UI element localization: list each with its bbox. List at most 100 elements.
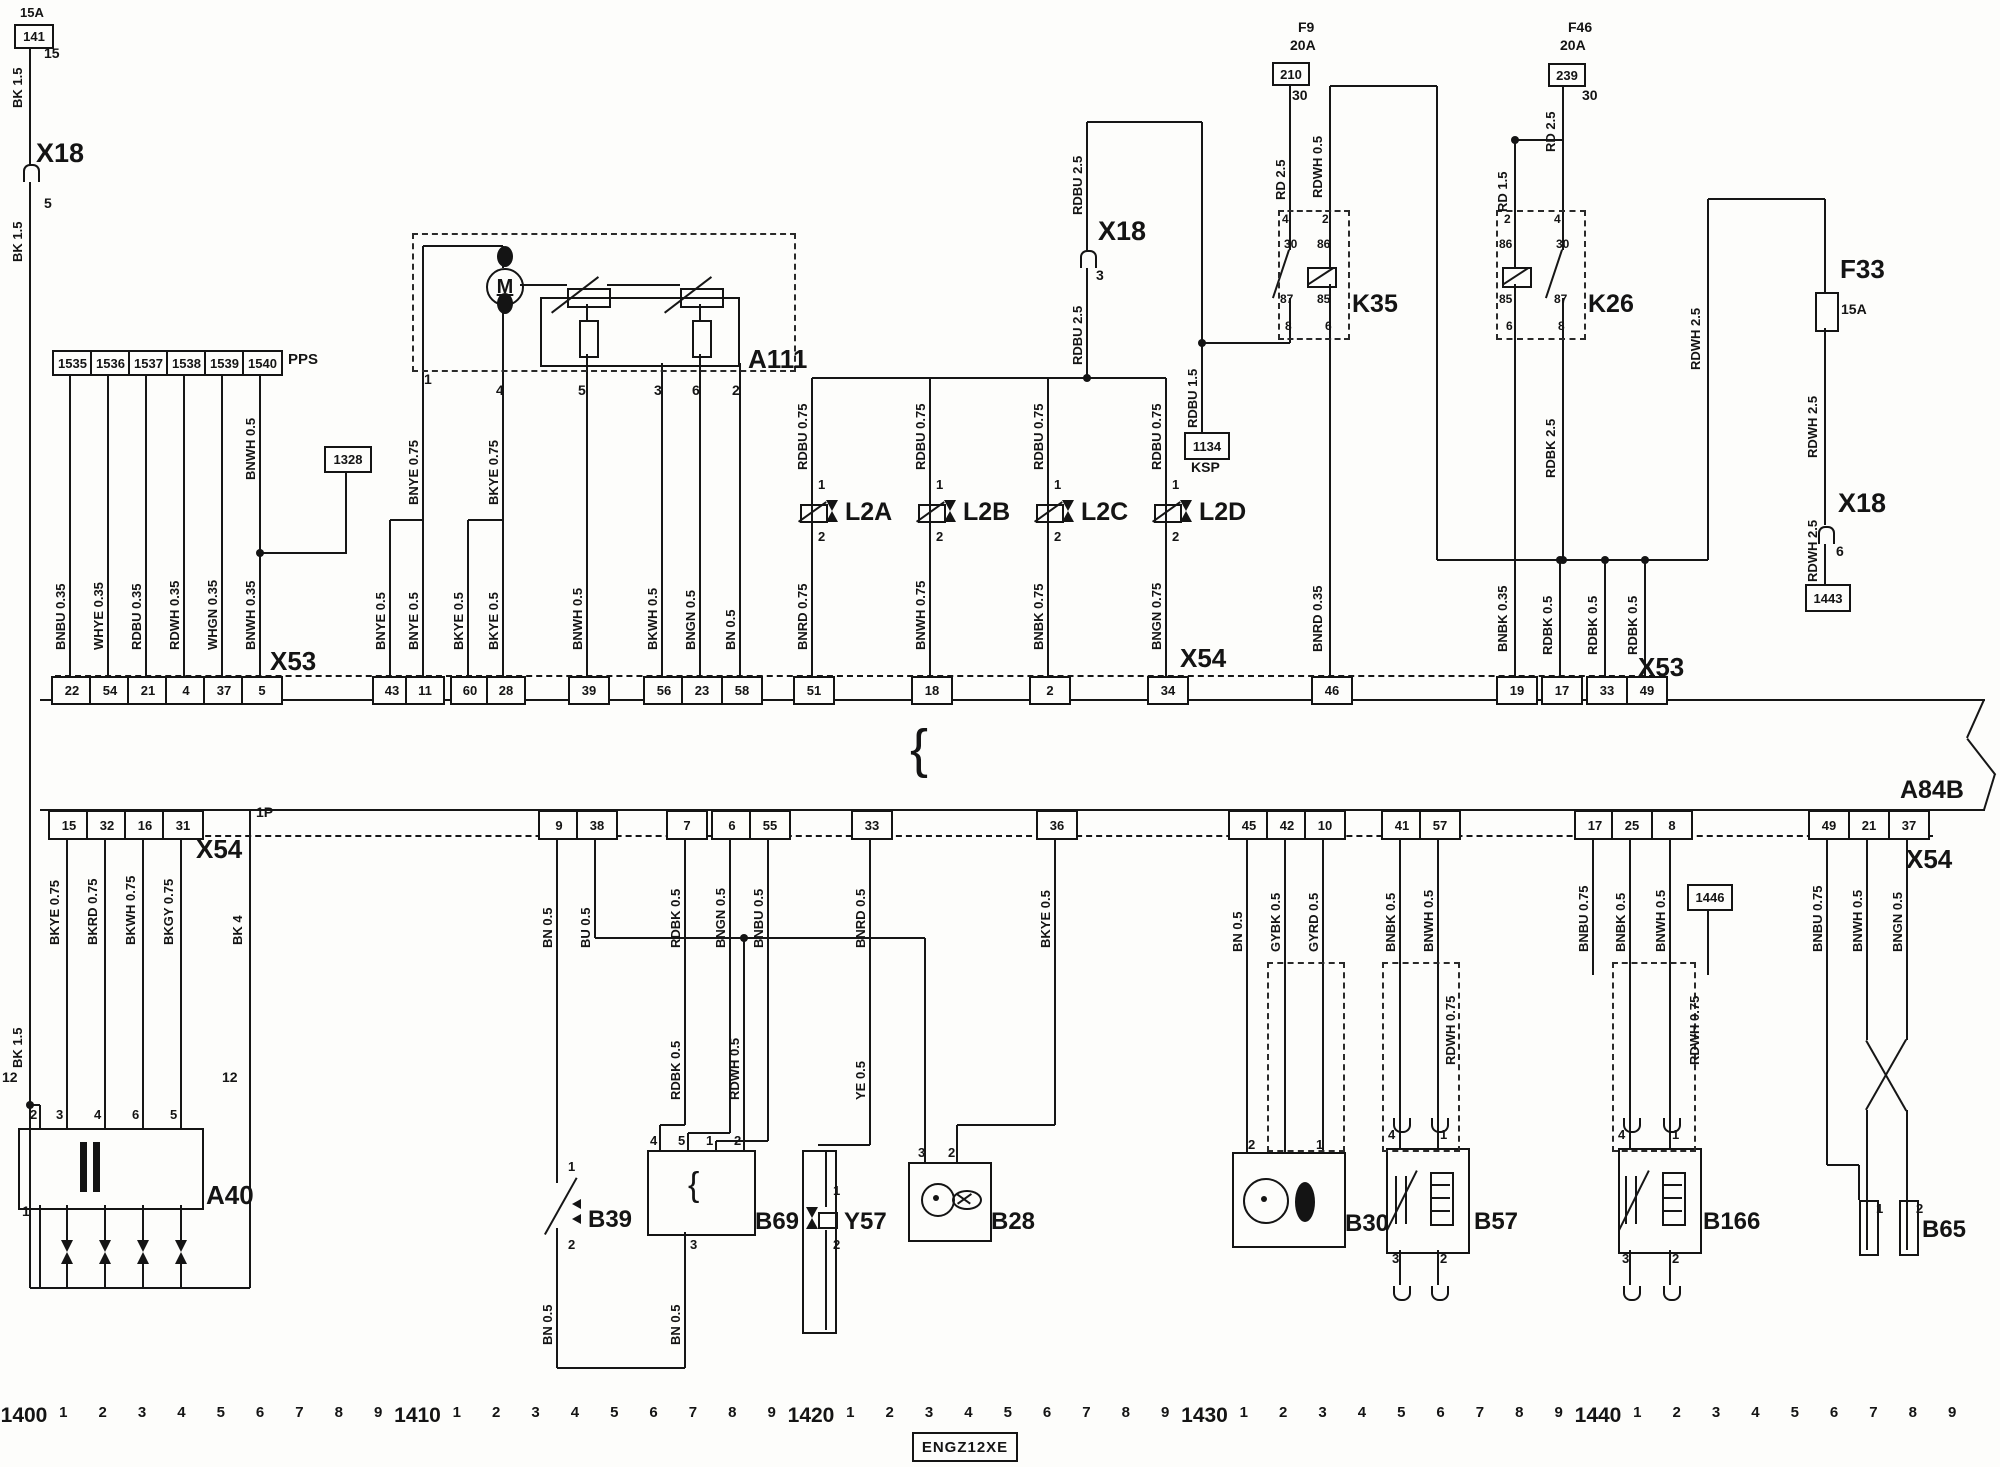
wire-v <box>66 1205 68 1240</box>
wire-v <box>180 1205 182 1240</box>
wire-h <box>30 1104 40 1106</box>
scale-minor: 5 <box>610 1404 619 1421</box>
scale-minor: 2 <box>1672 1404 1681 1421</box>
scale-minor: 6 <box>649 1404 658 1421</box>
label-f9: F9 <box>1298 19 1315 35</box>
label-3: 3 <box>1096 267 1104 283</box>
wire-v <box>825 1230 827 1330</box>
scale-minor: 8 <box>1121 1404 1130 1421</box>
wire-label-gyrd-0-5: GYRD 0.5 <box>1306 892 1321 952</box>
wire-v <box>1906 1110 1908 1200</box>
splice-box-239: 239 <box>1548 63 1586 87</box>
wire-v <box>1437 1250 1439 1285</box>
junction-dot <box>1601 556 1609 564</box>
label-6: 6 <box>1506 319 1513 333</box>
wire-v <box>699 304 701 320</box>
junction-dot <box>1559 556 1567 564</box>
wire-label-rdbu-0-35: RDBU 0.35 <box>129 583 144 650</box>
splice-box-141: 141 <box>14 24 54 49</box>
pin-top-23: 23 <box>681 676 723 705</box>
pin-top-17: 17 <box>1541 676 1583 705</box>
wire-v <box>956 1125 958 1162</box>
pin-bottom-38: 38 <box>576 810 618 840</box>
wire-v <box>104 1205 106 1240</box>
wire-v <box>1289 82 1291 250</box>
wire-h <box>520 284 567 286</box>
wire-label-bnbu-0-5: BNBU 0.5 <box>751 888 766 948</box>
arrow-up <box>99 1252 111 1264</box>
injector-coil-l2b <box>918 504 946 523</box>
label-30: 30 <box>1556 237 1570 251</box>
b166-res <box>1662 1172 1686 1226</box>
circle-sensor <box>1243 1178 1289 1224</box>
splice-box-1134: 1134 <box>1184 432 1230 460</box>
wire-v <box>1629 836 1631 1148</box>
wire-label-bkye-0-5: BKYE 0.5 <box>451 592 466 650</box>
wire-label-bnwh-0-5: BNWH 0.5 <box>243 417 258 480</box>
wire-v <box>1625 1176 1627 1224</box>
label-4: 4 <box>1618 1127 1626 1142</box>
wire-v <box>1707 199 1709 560</box>
pin-bottom-33: 33 <box>851 810 893 840</box>
label-b28: B28 <box>991 1208 1036 1235</box>
wire-v <box>699 363 701 676</box>
scale-major: 1440 <box>1574 1404 1622 1427</box>
a111-pot2 <box>680 288 724 308</box>
pin-top-33: 33 <box>1586 676 1628 705</box>
wire-v <box>1858 1165 1860 1200</box>
pin-bottom-17: 17 <box>1574 810 1616 840</box>
injector-coil-l2a <box>800 504 828 523</box>
label-1: 1 <box>424 371 432 387</box>
label-b57: B57 <box>1474 1208 1519 1235</box>
pin-bottom-10: 10 <box>1304 810 1346 840</box>
wire-diag <box>1966 738 1996 776</box>
wire-h <box>1202 342 1290 344</box>
label-3: 3 <box>918 1145 926 1160</box>
pin-bottom-15: 15 <box>48 810 90 840</box>
wire-v <box>811 378 813 676</box>
wire-v <box>743 938 745 1150</box>
scale-minor: 2 <box>492 1404 501 1421</box>
wire-v <box>1559 560 1561 676</box>
wire-v <box>661 363 663 676</box>
b57-res <box>1430 1172 1454 1226</box>
wire-v <box>1047 378 1049 676</box>
b166-box <box>1618 1148 1702 1254</box>
wire-label-rdwh-2-5: RDWH 2.5 <box>1805 395 1820 458</box>
pin-bottom-42: 42 <box>1266 810 1308 840</box>
wire-label-rdbu-0-75: RDBU 0.75 <box>1149 403 1164 470</box>
label-l2b: L2B <box>963 498 1011 526</box>
wire-label-bnwh-0-35: BNWH 0.35 <box>243 580 258 650</box>
a111-housing <box>412 233 796 372</box>
a111-inner <box>540 297 740 367</box>
wire-h <box>260 552 346 554</box>
wire-v <box>556 1228 558 1368</box>
splice-box-1539: 1539 <box>204 350 245 376</box>
scale-minor: 1 <box>846 1404 855 1421</box>
label-15a: 15A <box>20 5 44 20</box>
valve-bowtie <box>1180 500 1192 511</box>
wire-label-bnbu-0-35: BNBU 0.35 <box>53 583 68 650</box>
wire-v <box>825 1150 827 1207</box>
label-20a: 20A <box>1560 37 1586 53</box>
a111-res2 <box>692 320 712 358</box>
wire-label-rdbu-0-75: RDBU 0.75 <box>1031 403 1046 470</box>
label-a84b: A84B <box>1900 776 1964 804</box>
wire-h <box>1430 1210 1450 1212</box>
label-4: 4 <box>496 382 504 398</box>
scale-minor: 1 <box>452 1404 462 1421</box>
scale-minor: 2 <box>98 1404 107 1421</box>
label-2: 2 <box>1054 529 1062 544</box>
scale-minor: 1 <box>59 1404 68 1421</box>
dashed-link <box>55 675 1665 677</box>
wire-label-bngn-0-75: BNGN 0.75 <box>1149 582 1164 650</box>
splice-box-1537: 1537 <box>128 350 169 376</box>
wire-label-bnbu-0-75: BNBU 0.75 <box>1810 885 1825 952</box>
wire-v <box>687 1133 689 1150</box>
wire-label-bnbk-0-5: BNBK 0.5 <box>1613 892 1628 952</box>
label-x54: X54 <box>1906 844 1953 874</box>
wire-v <box>699 354 701 364</box>
wire-v <box>715 1141 717 1150</box>
label-4: 4 <box>650 1133 658 1148</box>
wire-label-bk-4: BK 4 <box>230 915 245 945</box>
